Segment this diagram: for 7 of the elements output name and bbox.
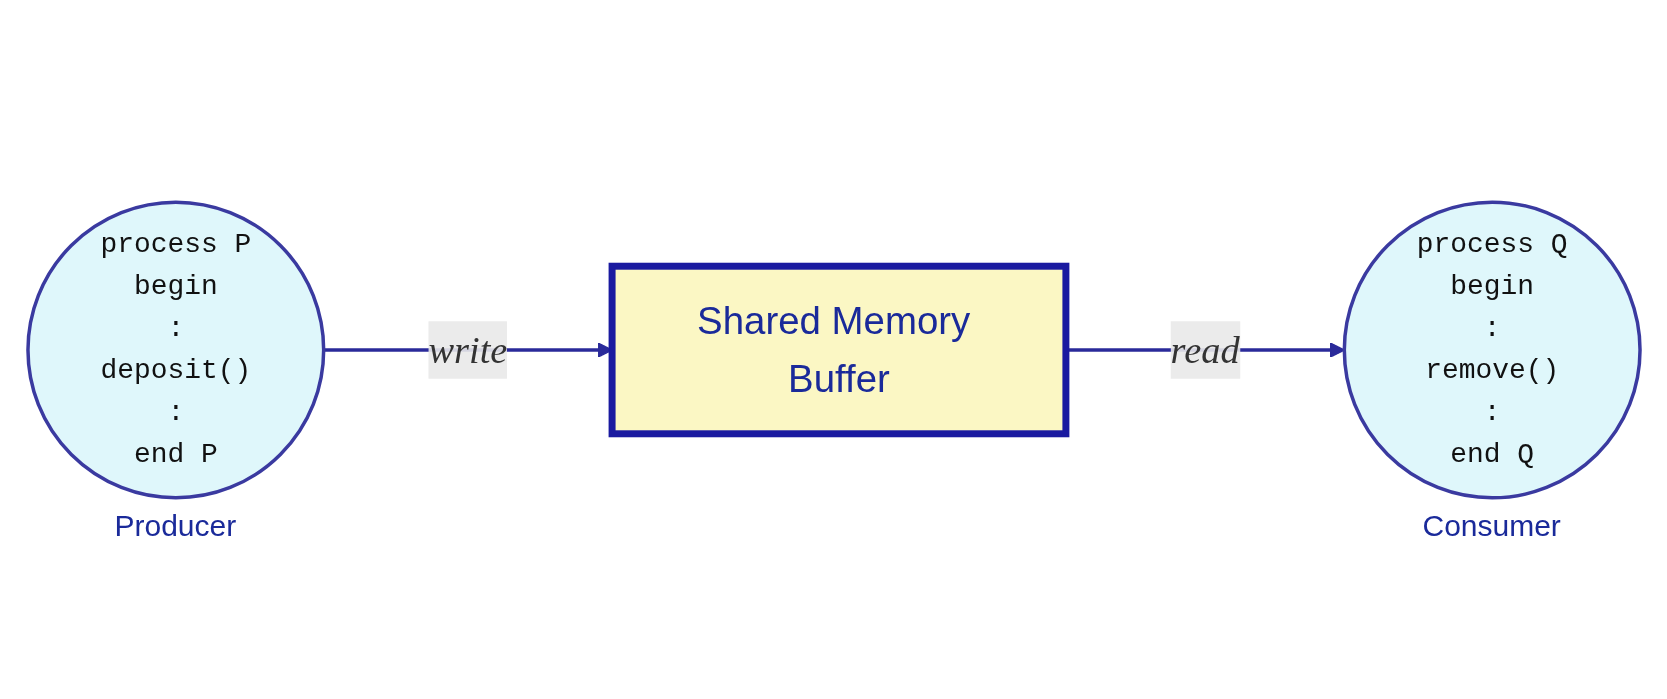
node-circle: process Q begin : remove() : end Q: [1342, 199, 1642, 500]
node-box: Shared Memory Buffer: [608, 262, 1069, 437]
node-caption: Producer: [114, 509, 237, 544]
node-circle: process P begin : deposit() : end P: [25, 199, 325, 500]
node-caption: Consumer: [1422, 509, 1561, 544]
edge-label: read: [1170, 327, 1240, 372]
edge-label: write: [427, 327, 507, 372]
